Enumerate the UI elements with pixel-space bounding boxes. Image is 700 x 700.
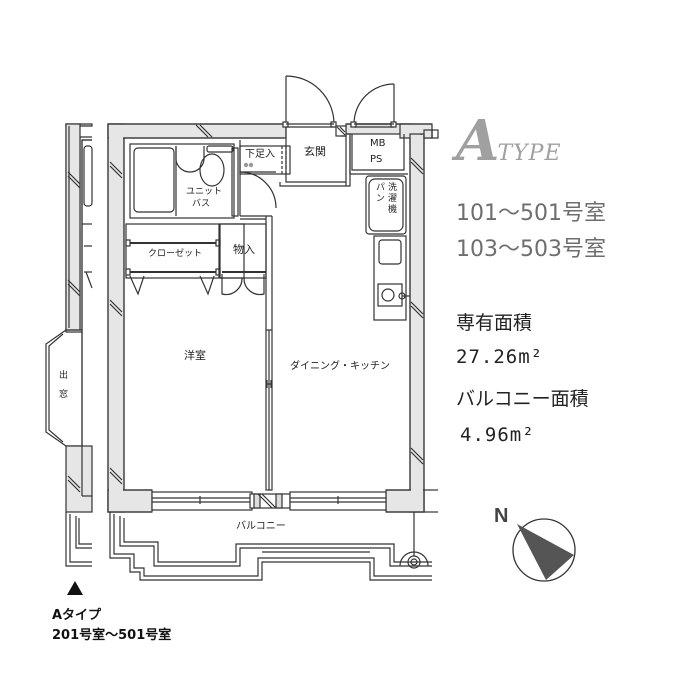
kitchen-fixtures bbox=[365, 175, 410, 321]
room-label-closet: クローゼット bbox=[148, 249, 203, 259]
genkan-area bbox=[239, 127, 408, 187]
type-heading-letter: A bbox=[456, 108, 499, 174]
storage bbox=[219, 223, 267, 296]
room-label-storage: 物入 bbox=[233, 243, 255, 256]
room-label-shoe-box: 下足入 bbox=[245, 149, 275, 160]
balcony-windows bbox=[151, 491, 387, 511]
room-label-unit-bath-2: バス bbox=[192, 199, 211, 209]
room-label-entrance: 玄関 bbox=[304, 145, 326, 158]
room-range-2: 103～503号室 bbox=[456, 237, 606, 262]
neighbor-unit-outline bbox=[45, 123, 93, 567]
exterior-walls bbox=[107, 123, 439, 513]
entrance-door bbox=[282, 75, 347, 137]
room-label-dining-kitchen: ダイニング・キッチン bbox=[290, 361, 390, 372]
room-label-western-room: 洋室 bbox=[184, 349, 206, 362]
balcony-area-label: バルコニー面積 bbox=[456, 388, 589, 410]
closet bbox=[125, 223, 245, 296]
type-heading-suffix: TYPE bbox=[497, 141, 562, 166]
compass-icon bbox=[512, 518, 576, 582]
private-area-label: 専有面積 bbox=[456, 312, 533, 334]
room-label-washer-pan-col1: 洗濯機 bbox=[386, 182, 396, 215]
room-label-pipe-space: PS bbox=[370, 154, 383, 165]
room-label-washer-pan-col2: パン bbox=[374, 182, 384, 204]
neighbor-type-label: Aタイプ bbox=[52, 608, 102, 623]
room-range-1: 101～501号室 bbox=[456, 201, 606, 226]
interior-partition bbox=[240, 215, 273, 491]
type-heading: ATYPE bbox=[456, 108, 562, 174]
room-label-meter-box: MB bbox=[370, 138, 386, 149]
neighbor-marker-triangle bbox=[67, 581, 83, 595]
room-label-balcony: バルコニー bbox=[236, 521, 286, 532]
private-area-value: 27.26m² bbox=[456, 346, 544, 368]
balcony-outline bbox=[109, 512, 432, 581]
balcony-area-value: 4.96m² bbox=[460, 424, 535, 446]
room-label-unit-bath-1: ユニット bbox=[186, 187, 223, 197]
neighbor-room-range: 201号室～501号室 bbox=[52, 628, 172, 643]
mb-ps-door bbox=[350, 83, 397, 128]
unit-bath bbox=[129, 140, 277, 219]
compass-north-label: N bbox=[494, 505, 509, 527]
room-label-bay-window: 出窓 bbox=[57, 370, 67, 408]
